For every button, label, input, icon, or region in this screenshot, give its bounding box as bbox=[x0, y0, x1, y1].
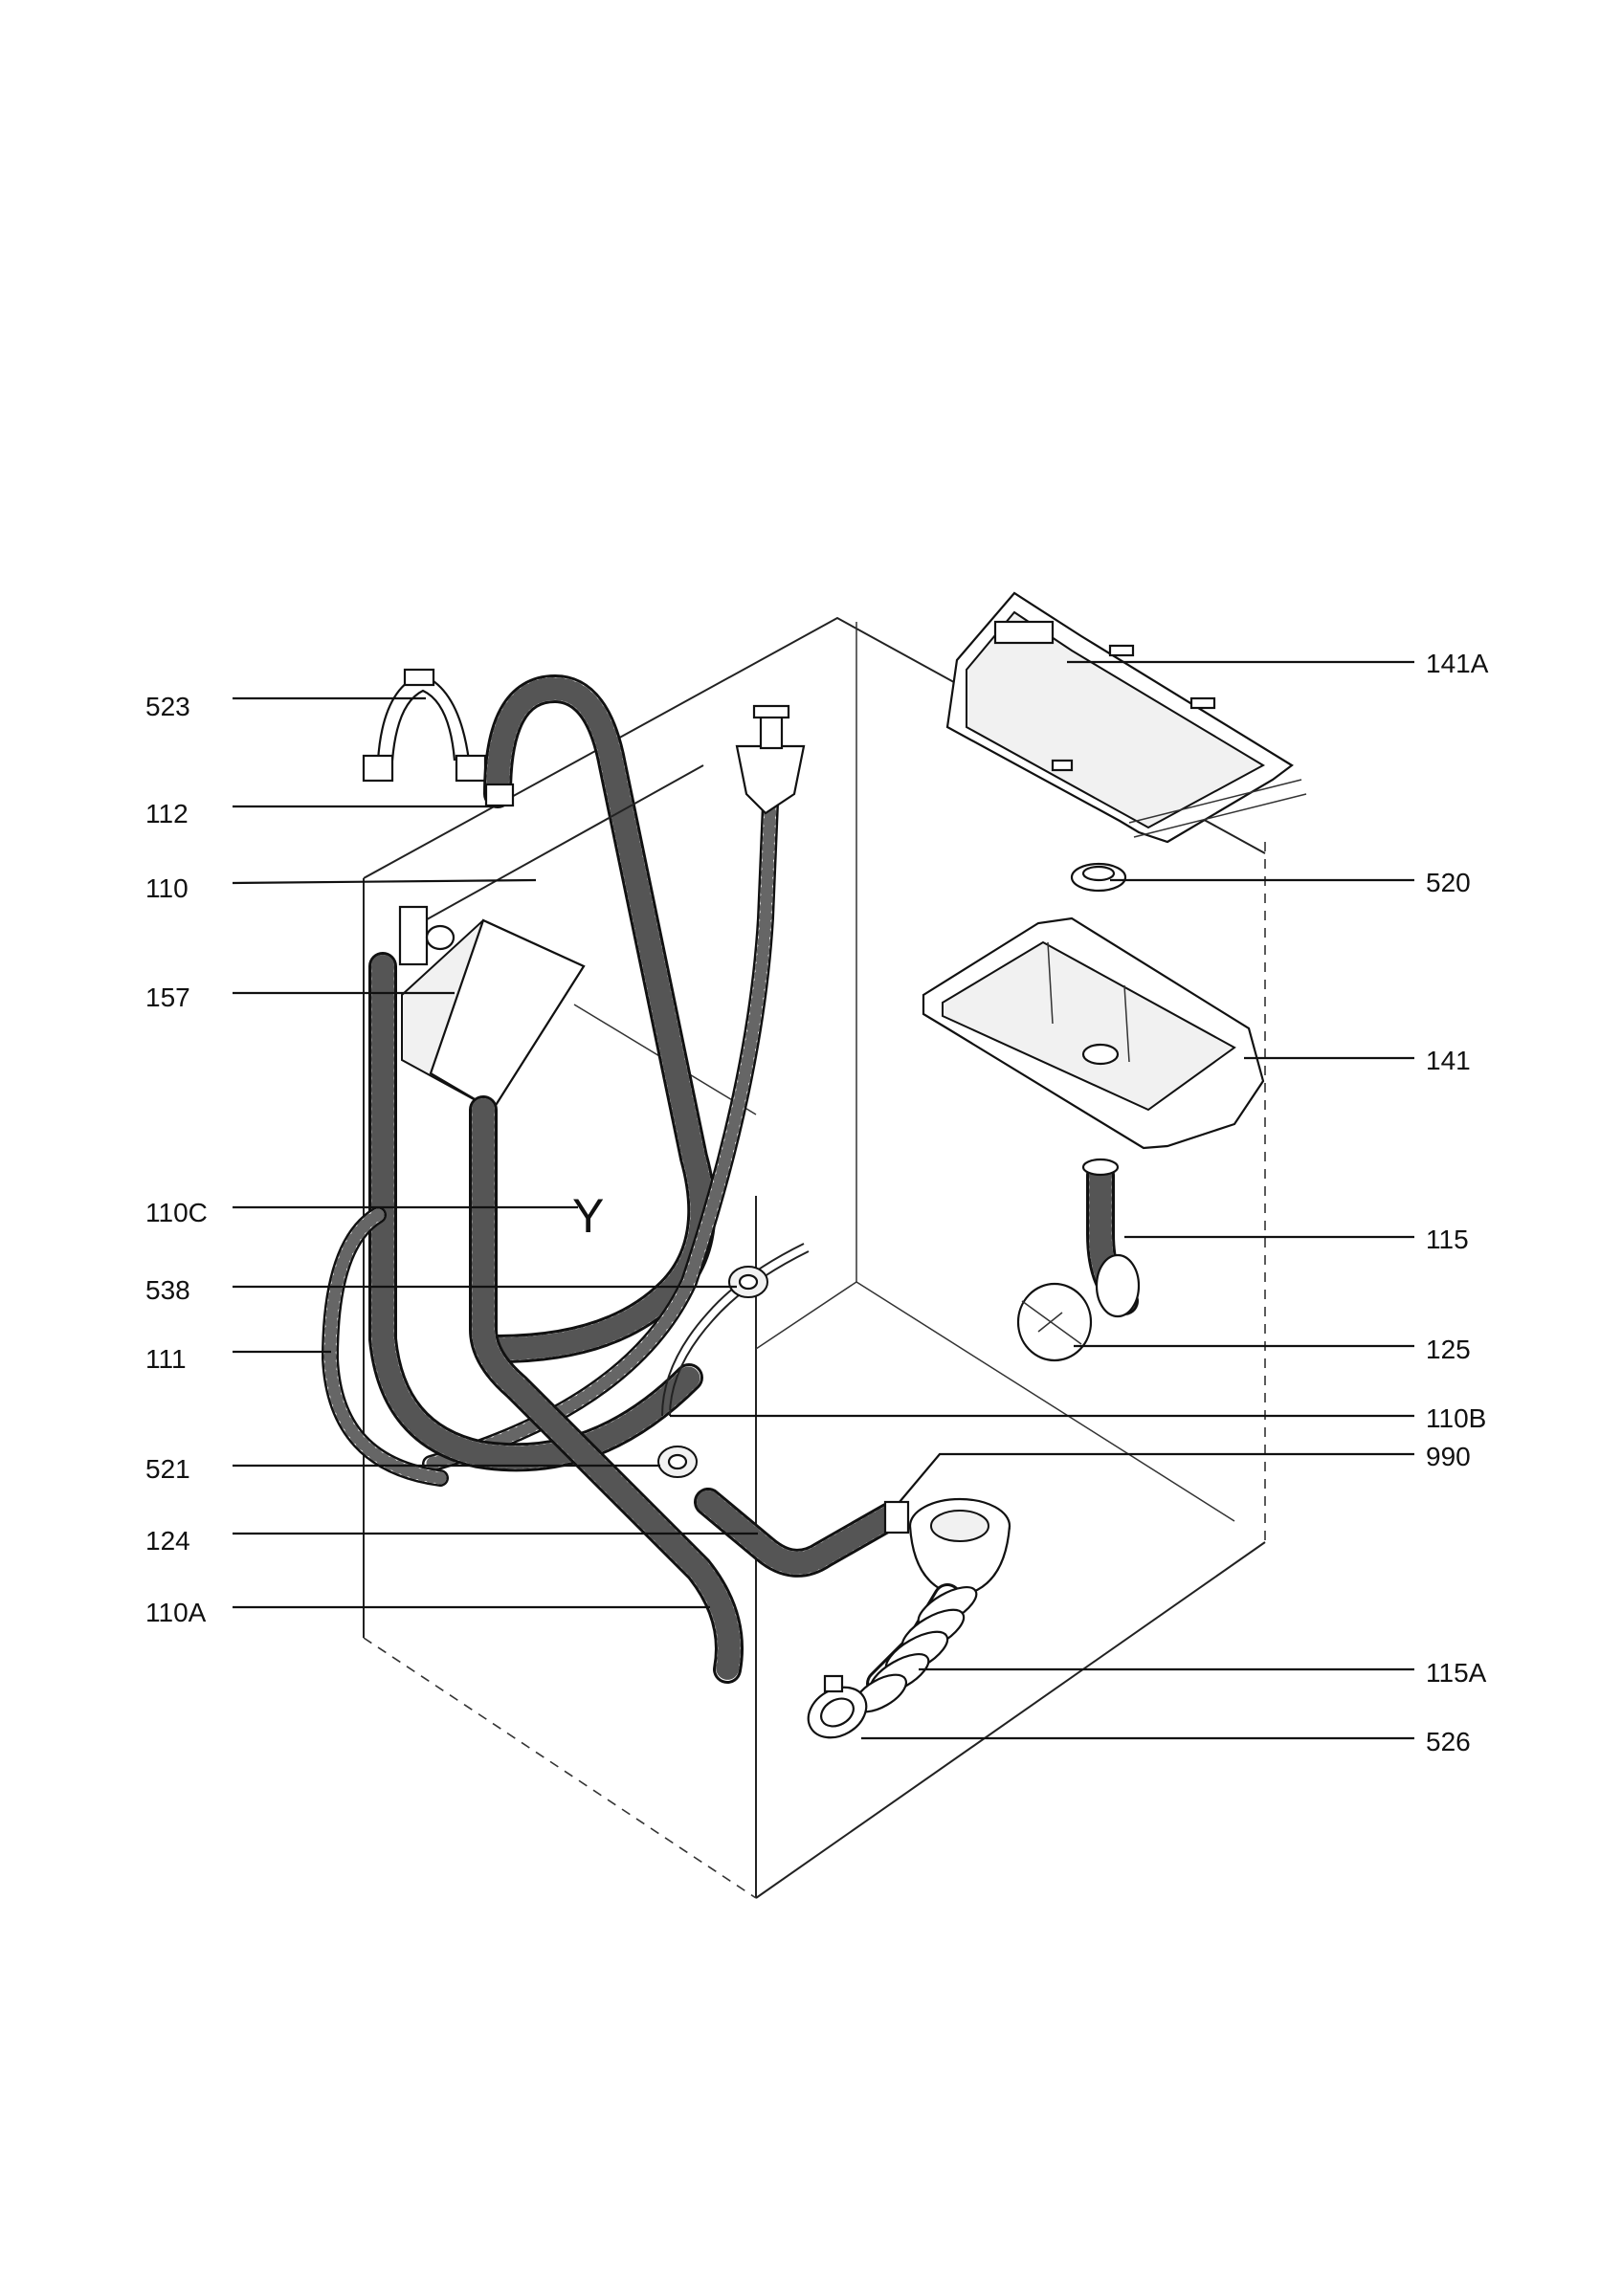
part-110c-y-fitting-glyph: Y bbox=[572, 1189, 604, 1243]
part-124-sump-hose bbox=[694, 1488, 904, 1578]
part-115-elbow-hose bbox=[1081, 1158, 1141, 1318]
leader-lines-left bbox=[232, 696, 758, 1609]
part-111-drain-hose bbox=[321, 952, 703, 1487]
callout-label-520: 520 bbox=[1426, 868, 1471, 897]
callout-label-523: 523 bbox=[145, 692, 190, 721]
part-110-supply-tube bbox=[411, 764, 704, 929]
callout-label-141: 141 bbox=[1426, 1046, 1471, 1075]
part-520-ring-seal bbox=[1070, 862, 1127, 893]
callout-labels-left: 523 112 110 157 110C 538 111 521 124 110… bbox=[145, 692, 208, 1627]
callout-label-110a: 110A bbox=[145, 1598, 207, 1627]
callout-label-157: 157 bbox=[145, 982, 190, 1012]
callout-label-538: 538 bbox=[145, 1275, 190, 1305]
callout-label-521: 521 bbox=[145, 1454, 190, 1484]
leader-lines-right bbox=[670, 660, 1414, 1740]
part-526-hose-clamp bbox=[807, 1674, 868, 1739]
part-125-flap-disk bbox=[1016, 1282, 1093, 1362]
part-110b-pressure-tube bbox=[661, 1243, 810, 1417]
callout-label-115: 115 bbox=[1426, 1225, 1469, 1254]
callout-labels-right: 141A 520 141 115 125 110B 990 115A 526 bbox=[1426, 649, 1489, 1756]
part-141a-dispenser-lid bbox=[945, 591, 1307, 844]
callout-label-115a: 115A bbox=[1426, 1658, 1487, 1688]
part-523-hose-clip bbox=[362, 668, 487, 783]
callout-label-110b: 110B bbox=[1426, 1403, 1486, 1433]
callout-label-990: 990 bbox=[1426, 1442, 1471, 1471]
callout-label-112: 112 bbox=[145, 799, 189, 828]
part-990-sump-filter bbox=[883, 1497, 1011, 1598]
part-112-inlet-hose bbox=[483, 673, 717, 1363]
callout-label-124: 124 bbox=[145, 1526, 190, 1556]
part-157-valve-block bbox=[398, 905, 586, 1112]
part-521-grommet bbox=[657, 1446, 698, 1478]
callout-label-110c: 110C bbox=[145, 1198, 208, 1227]
part-110a-main-hose bbox=[469, 1095, 744, 1684]
callout-label-125: 125 bbox=[1426, 1335, 1471, 1364]
part-538-grommet bbox=[728, 1266, 768, 1298]
callout-label-111: 111 bbox=[145, 1344, 187, 1374]
callout-label-141a: 141A bbox=[1426, 649, 1489, 678]
callout-label-526: 526 bbox=[1426, 1727, 1471, 1756]
part-115a-bellows bbox=[853, 1583, 978, 1713]
part-141-dispenser-tray bbox=[922, 916, 1265, 1150]
callout-label-110: 110 bbox=[145, 873, 189, 903]
